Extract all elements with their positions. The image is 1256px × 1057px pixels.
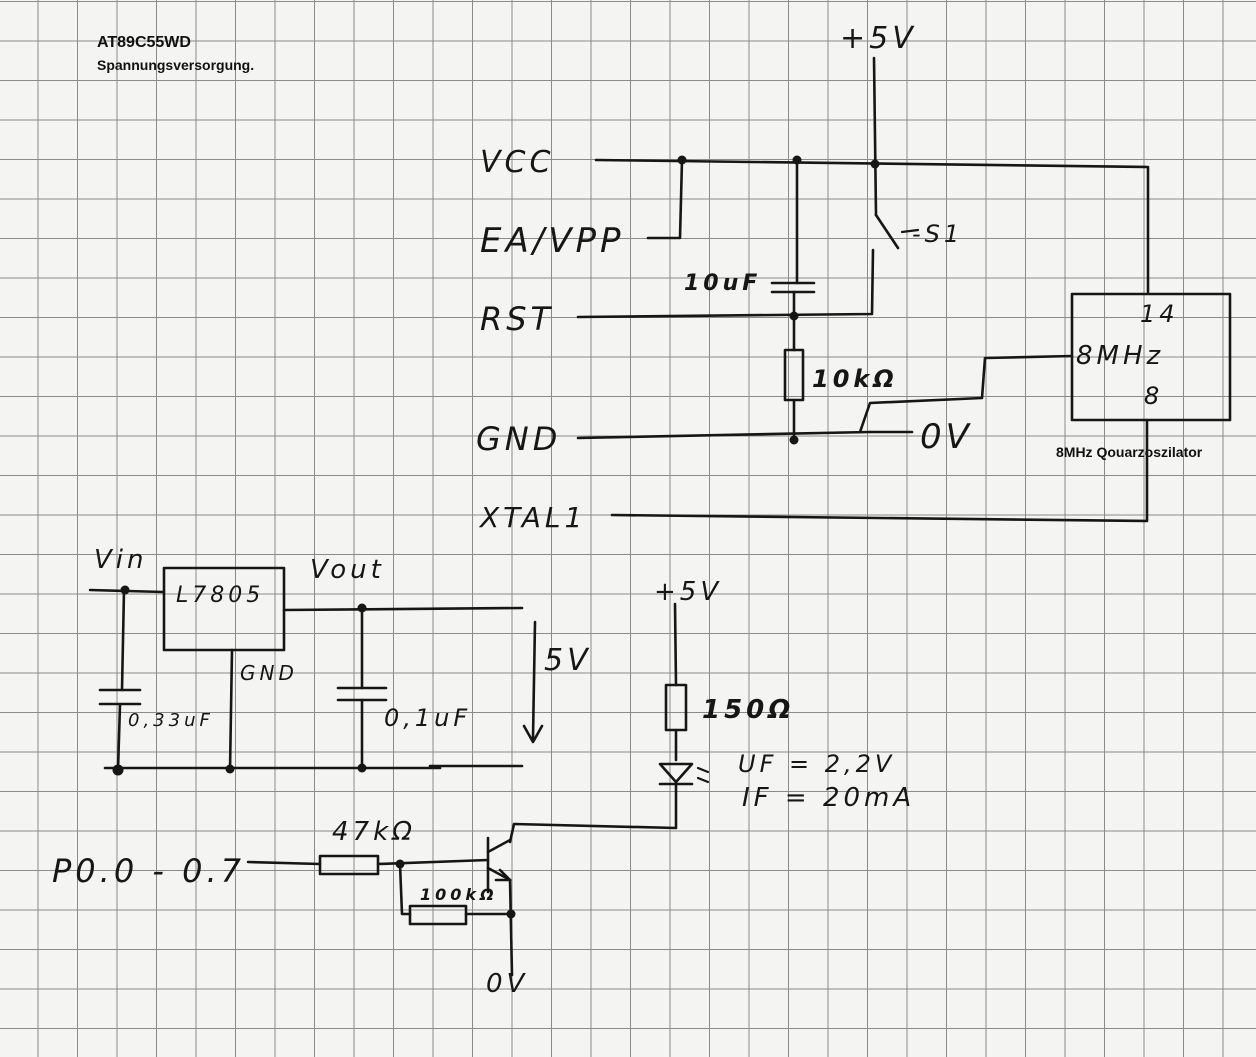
mcu-supply-wires	[576, 56, 1150, 523]
led-resistor	[664, 683, 688, 732]
pin-label-vcc: VCC	[480, 145, 554, 180]
label-reg-gnd: GND	[240, 661, 298, 685]
reset-switch	[874, 213, 920, 250]
label-zero-v-transistor: 0V	[486, 969, 528, 999]
label-plus5v-led: +5V	[654, 577, 722, 607]
label-vout: Vout	[310, 555, 385, 585]
label-res-47k: 47kΩ	[332, 817, 416, 847]
reset-resistor	[783, 348, 805, 402]
diagram-subtitle: Spannungsversorgung.	[97, 57, 255, 73]
label-cap-033uf: 0,33uF	[128, 710, 214, 731]
led-diode	[658, 762, 710, 786]
diagram-title-block: AT89C55WD Spannungsversorgung.	[97, 31, 254, 77]
oscillator-box	[1070, 292, 1232, 422]
label-res-100k: 100kΩ	[420, 885, 498, 904]
regulator-wires	[88, 588, 524, 772]
label-led-if: IF = 20mA	[742, 783, 915, 813]
label-res-10k: 10kΩ	[812, 365, 898, 393]
osc-frequency: 8MHz	[1076, 341, 1164, 371]
label-l7805: L7805	[176, 583, 264, 608]
label-zero-v-gnd: 0V	[920, 417, 973, 457]
base-resistor	[318, 854, 380, 876]
label-led-uf: UF = 2,2V	[738, 750, 895, 778]
pulldown-resistor	[408, 904, 468, 926]
regulator-junctions	[112, 585, 367, 776]
reset-capacitor	[770, 281, 816, 294]
input-capacitor	[98, 688, 142, 706]
led-driver-junctions	[395, 859, 516, 919]
label-switch-s1: -S1	[912, 220, 963, 248]
five-volt-arrow	[522, 620, 544, 744]
label-cap-01uf: 0,1uF	[384, 704, 471, 732]
output-capacitor	[336, 686, 388, 702]
osc-pin-14: 14	[1140, 300, 1179, 328]
pin-label-xtal1: XTAL1	[478, 501, 586, 534]
led-driver-wires	[246, 602, 678, 977]
handwritten-labels: +5V VCC EA/VPP RST GND XTAL1 10uF 10kΩ -…	[52, 21, 1179, 999]
oscillator-caption: 8MHz Qouarzoszilator	[1056, 444, 1203, 460]
pin-label-rst: RST	[480, 300, 554, 338]
diagram-title: AT89C55WD	[97, 34, 191, 51]
label-cap-10uf: 10uF	[684, 271, 761, 296]
osc-pin-8: 8	[1144, 382, 1163, 410]
regulator-body	[162, 566, 286, 652]
label-vin: Vin	[94, 545, 148, 575]
junction-dots	[677, 155, 880, 445]
label-five-volt: 5V	[544, 643, 592, 678]
npn-transistor	[486, 836, 512, 894]
label-res-150: 150Ω	[702, 695, 794, 725]
pin-label-gnd: GND	[476, 420, 561, 458]
label-plus5v-top: +5V	[840, 21, 917, 56]
label-port-p0: P0.0 - 0.7	[52, 852, 245, 890]
pin-label-ea-vpp: EA/VPP	[480, 221, 624, 261]
